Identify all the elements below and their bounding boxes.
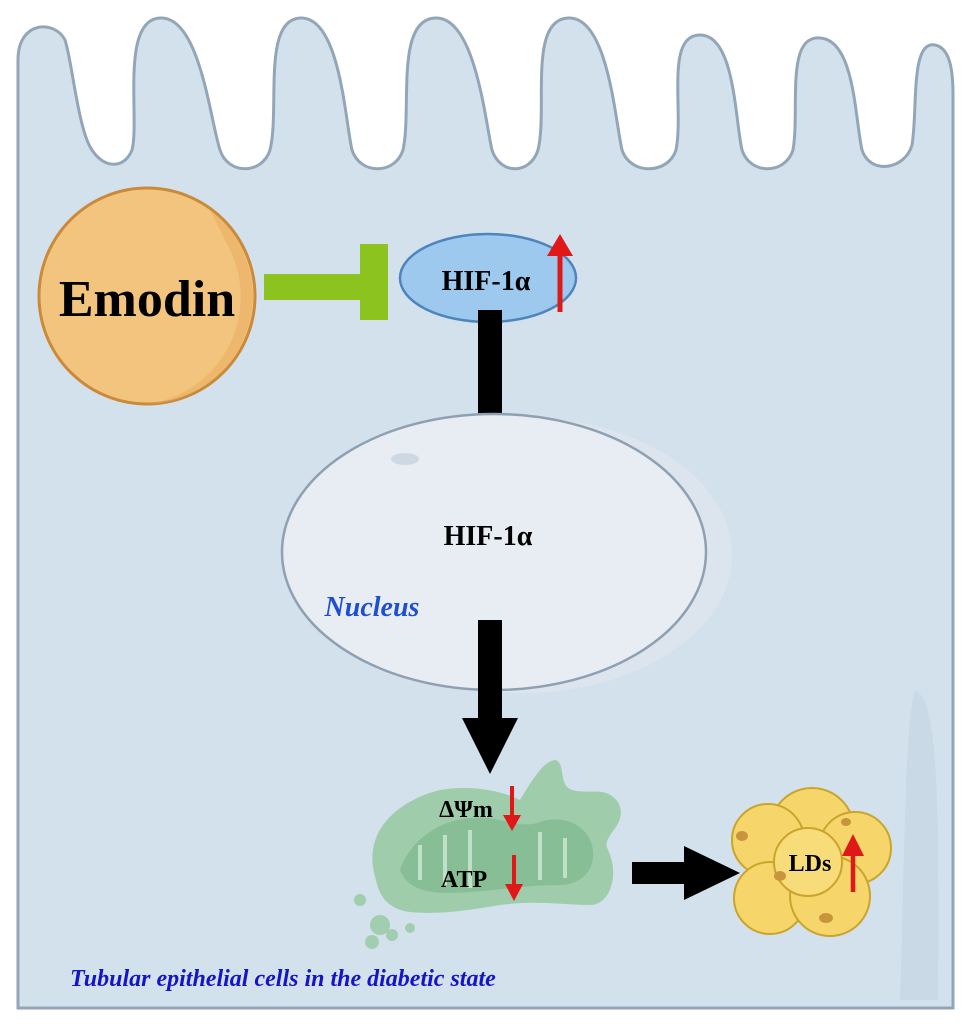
lds-up-arrow-icon [842, 834, 864, 892]
mitochondrion-node: ΔΨm ATP [354, 760, 621, 949]
lds-label: LDs [789, 851, 832, 877]
emodin-label: Emodin [59, 271, 235, 328]
arrow-nucleus-to-mitochondrion [462, 620, 518, 774]
atp-down-arrow-icon [505, 855, 523, 901]
hif1a-nucleus-label: HIF-1α [444, 521, 533, 552]
lipid-droplets-node: LDs [731, 787, 892, 937]
arrow-mitochondrion-to-lds [632, 846, 740, 900]
cell-shade [900, 690, 939, 1000]
caption: Tubular epithelial cells in the diabetic… [70, 966, 496, 992]
nucleus-label: Nucleus [324, 592, 420, 623]
nucleus-node: HIF-1α Nucleus [280, 412, 732, 693]
inhibition-symbol [264, 244, 388, 320]
hif1a-up-arrow-icon [547, 234, 573, 312]
atp-label: ATP [441, 867, 487, 893]
delta-psi-m-label: ΔΨm [439, 797, 493, 823]
delta-psi-m-down-arrow-icon [503, 786, 521, 831]
hif1a-cytoplasm-node: HIF-1α [398, 232, 578, 324]
hif1a-cytoplasm-label: HIF-1α [442, 266, 531, 297]
emodin-node: Emodin [37, 186, 257, 406]
